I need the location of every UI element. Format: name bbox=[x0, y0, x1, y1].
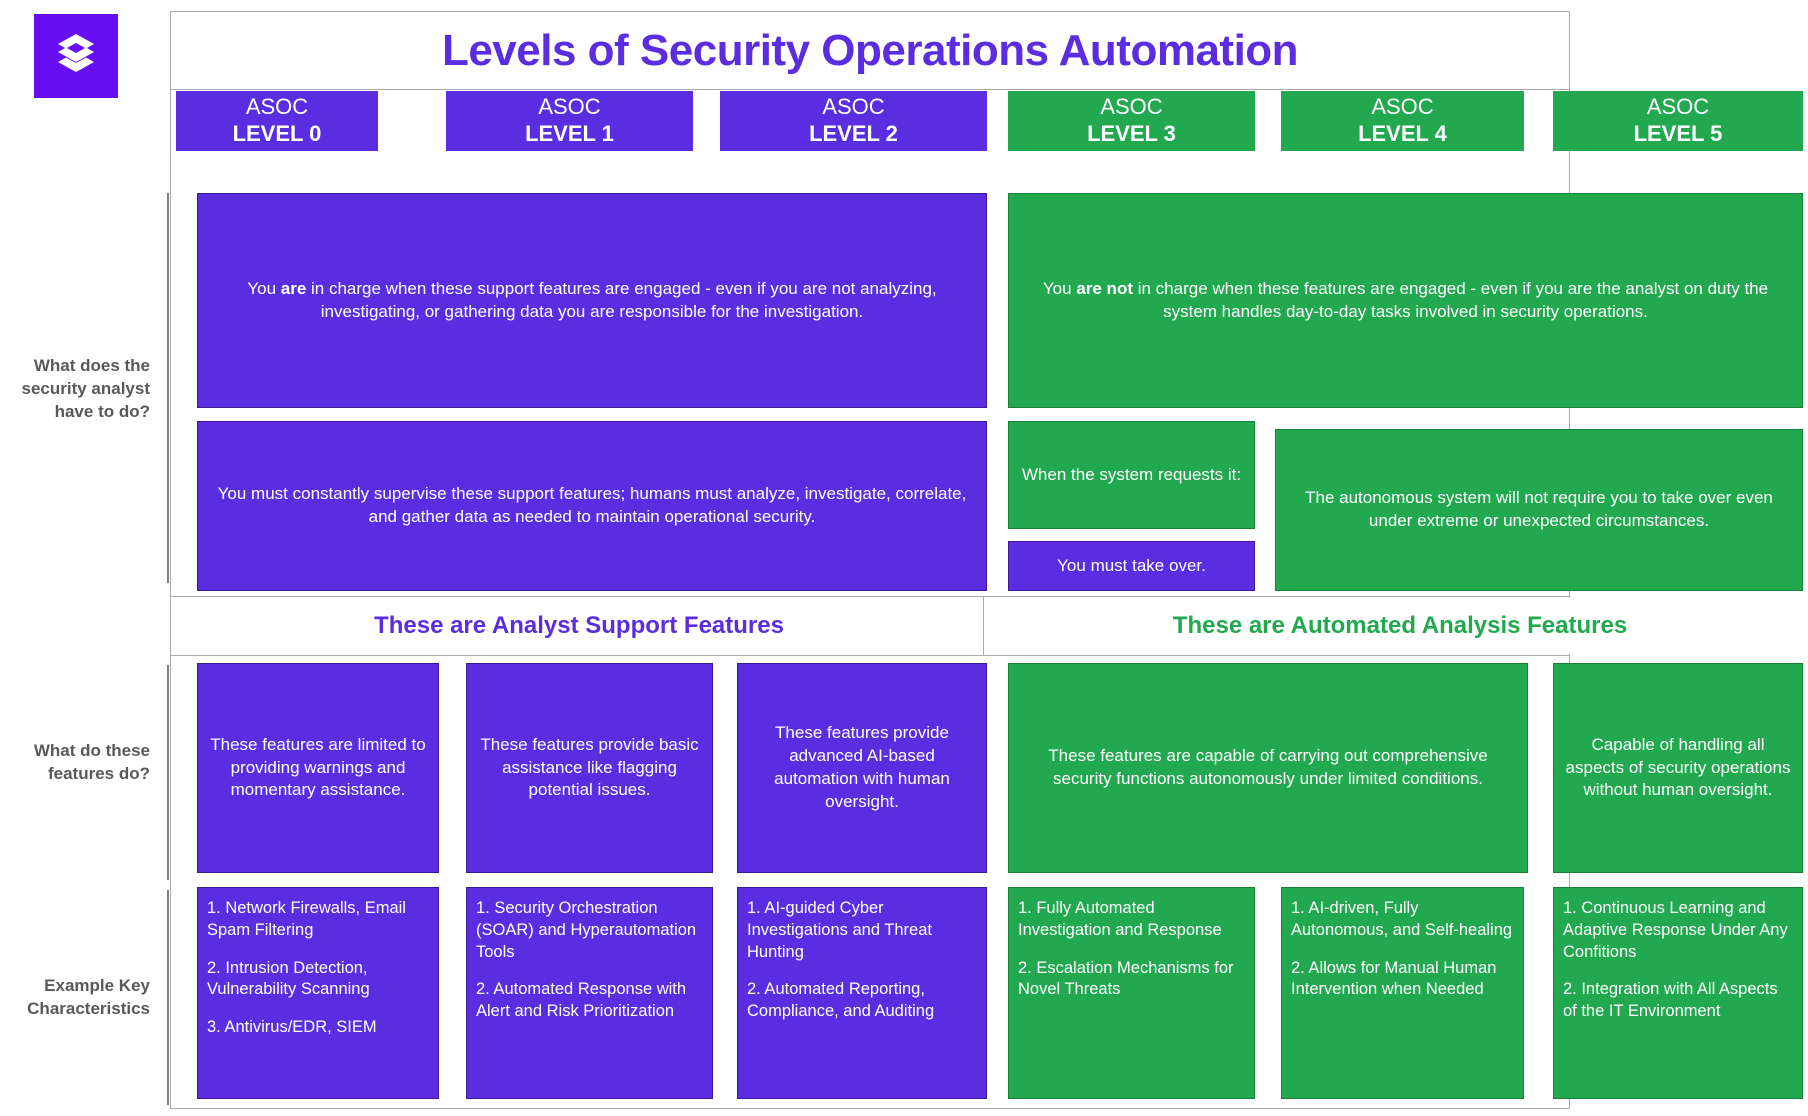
characteristics-cell-level-1: 1. Security Orchestration (SOAR) and Hyp… bbox=[466, 887, 713, 1099]
column-level: LEVEL 2 bbox=[809, 121, 898, 146]
column-level: LEVEL 0 bbox=[232, 121, 322, 146]
characteristic-item: 1. Fully Automated Investigation and Res… bbox=[1018, 899, 1222, 939]
row-rail-3 bbox=[167, 890, 169, 1105]
section-caption-analyst-support: These are Analyst Support Features bbox=[176, 598, 982, 654]
characteristic-item: 2. Automated Response with Alert and Ris… bbox=[476, 980, 687, 1021]
features-cell-level-1: These features provide basic assistance … bbox=[466, 663, 713, 873]
column-header-level-1[interactable]: ASOC LEVEL 1 bbox=[446, 91, 693, 151]
analyst-duty-green-statement: You are not in charge when these feature… bbox=[1008, 193, 1803, 408]
analyst-duty-supervise-note: You must constantly supervise these supp… bbox=[197, 421, 987, 591]
characteristic-item: 2. Allows for Manual Human Intervention … bbox=[1291, 958, 1497, 999]
column-kicker: ASOC bbox=[1371, 94, 1434, 120]
statement-emphasis: are bbox=[280, 278, 307, 298]
characteristic-item: 1. AI-driven, Fully Autonomous, and Self… bbox=[1291, 899, 1513, 939]
column-kicker: ASOC bbox=[538, 94, 601, 120]
characteristics-cell-level-2: 1. AI-guided Cyber Investigations and Th… bbox=[737, 887, 987, 1099]
statement-pre: You bbox=[247, 278, 281, 298]
characteristic-item: 1. Network Firewalls, Email Spam Filteri… bbox=[207, 899, 406, 939]
characteristic-item: 1. AI-guided Cyber Investigations and Th… bbox=[747, 899, 932, 961]
section-caption-bottom-divider bbox=[171, 655, 1569, 656]
column-level: LEVEL 4 bbox=[1358, 121, 1447, 146]
column-header-level-4[interactable]: ASOC LEVEL 4 bbox=[1281, 91, 1524, 151]
characteristics-cell-level-5: 1. Continuous Learning and Adaptive Resp… bbox=[1553, 887, 1803, 1099]
analyst-duty-autonomous-note: The autonomous system will not require y… bbox=[1275, 429, 1803, 591]
column-header-level-2[interactable]: ASOC LEVEL 2 bbox=[720, 91, 987, 151]
title-divider bbox=[171, 89, 1569, 90]
column-kicker: ASOC bbox=[1100, 94, 1163, 120]
brand-logo bbox=[34, 14, 118, 98]
characteristic-item: 2. Intrusion Detection, Vulnerability Sc… bbox=[207, 958, 370, 999]
row-label-analyst-duty: What does the security analyst have to d… bbox=[21, 356, 150, 421]
section-caption-top-divider bbox=[171, 596, 1569, 597]
row-label-example-characteristics: Example Key Characteristics bbox=[27, 976, 150, 1018]
row-rail-1 bbox=[167, 193, 169, 583]
page-title: Levels of Security Operations Automation bbox=[171, 12, 1569, 90]
features-cell-level-0: These features are limited to providing … bbox=[197, 663, 439, 873]
column-header-level-0[interactable]: ASOC LEVEL 0 bbox=[176, 91, 378, 151]
statement-post: in charge when these features are engage… bbox=[1133, 278, 1769, 321]
row-rail-2 bbox=[167, 665, 169, 880]
characteristics-cell-level-4: 1. AI-driven, Fully Autonomous, and Self… bbox=[1281, 887, 1524, 1099]
characteristic-item: 2. Integration with All Aspects of the I… bbox=[1563, 980, 1778, 1021]
column-header-level-5[interactable]: ASOC LEVEL 5 bbox=[1553, 91, 1803, 151]
column-kicker: ASOC bbox=[1646, 94, 1710, 120]
column-kicker: ASOC bbox=[822, 94, 885, 120]
row-label-feature-capability: What do these features do? bbox=[33, 741, 150, 783]
features-cell-level-2: These features provide advanced AI-based… bbox=[737, 663, 987, 873]
characteristic-item: 3. Antivirus/EDR, SIEM bbox=[207, 1018, 377, 1037]
analyst-duty-take-over: You must take over. bbox=[1008, 541, 1255, 591]
column-kicker: ASOC bbox=[245, 94, 309, 120]
column-level: LEVEL 1 bbox=[525, 121, 614, 146]
analyst-duty-purple-statement: You are in charge when these support fea… bbox=[197, 193, 987, 408]
analyst-duty-when-requested: When the system requests it: bbox=[1008, 421, 1255, 529]
features-cell-level-3-4: These features are capable of carrying o… bbox=[1008, 663, 1528, 873]
column-header-level-3[interactable]: ASOC LEVEL 3 bbox=[1008, 91, 1255, 151]
characteristic-item: 1. Security Orchestration (SOAR) and Hyp… bbox=[476, 899, 697, 961]
statement-post: in charge when these support features ar… bbox=[306, 278, 937, 321]
stacked-layers-logo-icon bbox=[48, 28, 104, 84]
section-caption-automated-analysis: These are Automated Analysis Features bbox=[990, 598, 1808, 654]
characteristic-item: 1. Continuous Learning and Adaptive Resp… bbox=[1563, 899, 1788, 961]
characteristic-item: 2. Escalation Mechanisms for Novel Threa… bbox=[1018, 958, 1234, 999]
statement-emphasis: are not bbox=[1076, 278, 1133, 298]
characteristics-cell-level-0: 1. Network Firewalls, Email Spam Filteri… bbox=[197, 887, 439, 1099]
features-cell-level-5: Capable of handling all aspects of secur… bbox=[1553, 663, 1803, 873]
column-level: LEVEL 3 bbox=[1087, 121, 1176, 146]
column-level: LEVEL 5 bbox=[1633, 121, 1723, 146]
characteristic-item: 2. Automated Reporting, Compliance, and … bbox=[747, 980, 935, 1021]
statement-pre: You bbox=[1042, 278, 1077, 298]
section-caption-divider bbox=[983, 596, 984, 655]
characteristics-cell-level-3: 1. Fully Automated Investigation and Res… bbox=[1008, 887, 1255, 1099]
